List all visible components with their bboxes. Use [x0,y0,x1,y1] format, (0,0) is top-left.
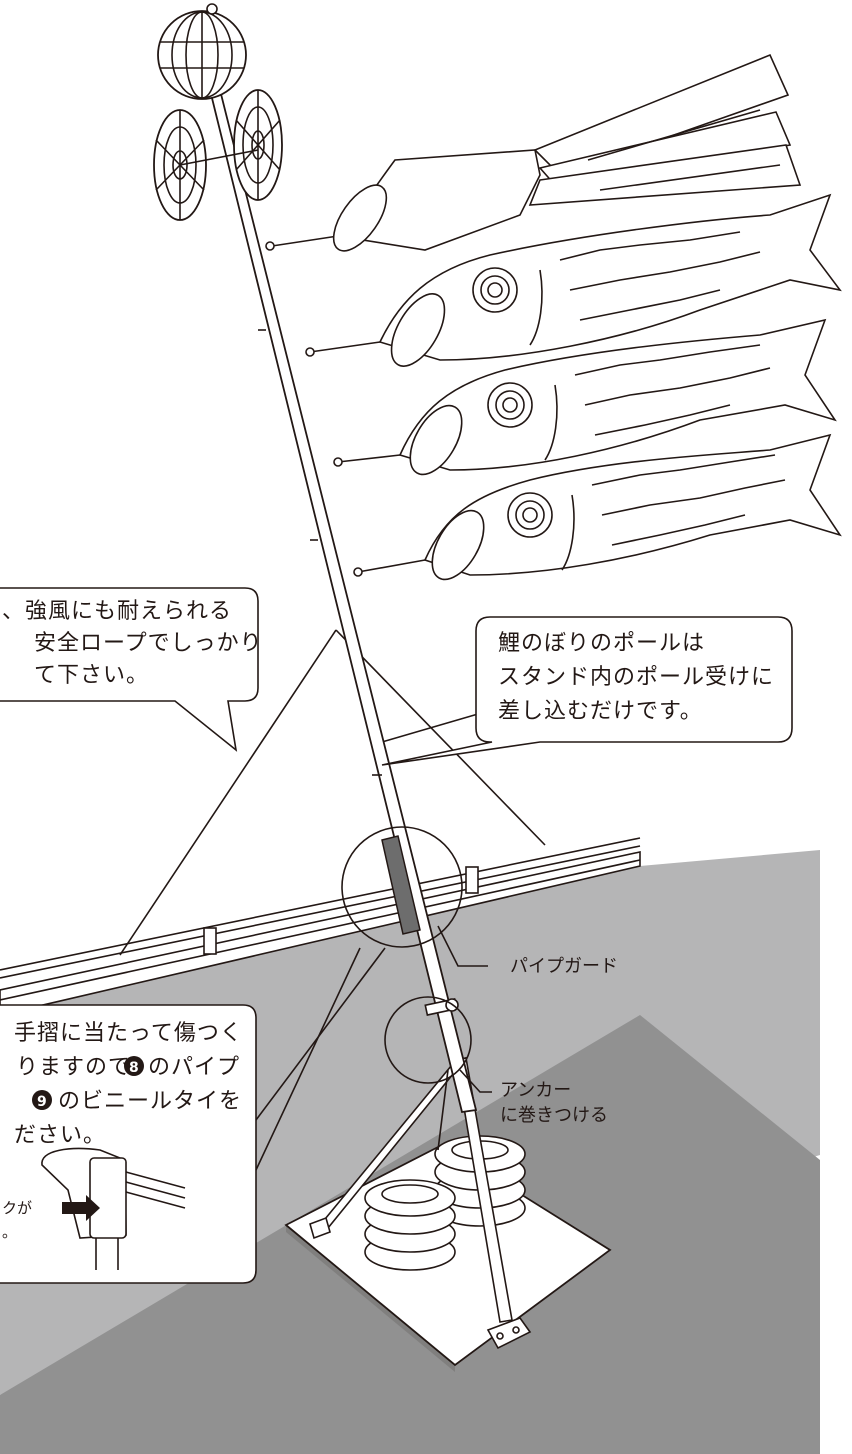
bubble-bottom-line2b: のパイプ [148,1055,240,1080]
bubble-bottom-line2a: りますので [16,1055,131,1080]
inset-label-line2: 。 [2,1223,17,1241]
number-9-badge [32,1090,52,1110]
pinwheel-right [233,89,283,201]
pipe-guard-label: パイプガード [510,956,618,977]
pipe-guard-magnifier [341,826,463,948]
bubble-left-line3: て下さい。 [34,663,149,688]
weight-stack-front [364,1179,456,1271]
bubble-right-line2: スタンド内のポール受けに [498,665,774,690]
pole-top-ornament [157,3,247,100]
number-8: 8 [129,1060,139,1076]
bubble-bottom-line4: ださい。 [14,1123,106,1148]
bubble-left-line1: 、強風にも耐えられる [2,599,232,624]
pipe-guard-leader [437,925,488,967]
bubble-pole-insert: 鯉のぼりのポールは スタンド内のポール受けに 差し込むだけです。 [381,616,793,766]
bubble-right-line1: 鯉のぼりのポールは [498,631,705,656]
bubble-bottom-line1: 手摺に当たって傷つく [14,1021,243,1046]
arrow-icon [62,1195,100,1221]
streamer-fukinagashi [271,53,802,252]
anchor-label-line2: に巻きつける [500,1105,608,1126]
carp-red [337,318,837,476]
number-9: 9 [37,1094,47,1110]
bubble-right-line3: 差し込むだけです。 [498,699,703,724]
bubble-bottom-line3b: のビニールタイを [58,1089,242,1114]
pole-rings [265,241,363,577]
number-8-badge [124,1056,144,1076]
carp-black [309,193,842,367]
bubble-safety-rope: 、強風にも耐えられる 安全ロープでしっかり て下さい。 [0,587,263,752]
anchor-magnifier [384,996,472,1084]
anchor-leader [459,1069,492,1093]
bubble-left-line2: 安全ロープでしっかり [34,631,263,656]
inset-pipe-guard-illustration [41,1147,186,1270]
bubble-pipe-guard-note: 手摺に当たって傷つく りますので 8 のパイプ 9 のビニールタイを ださい。 … [0,947,386,1284]
carp-blue [357,433,842,581]
anchor-label-line1: アンカー [500,1080,571,1101]
stand-legs [309,1056,532,1350]
inset-label-line1: クが [2,1199,32,1217]
handrail [0,837,641,1016]
pipe-guard [381,835,421,935]
